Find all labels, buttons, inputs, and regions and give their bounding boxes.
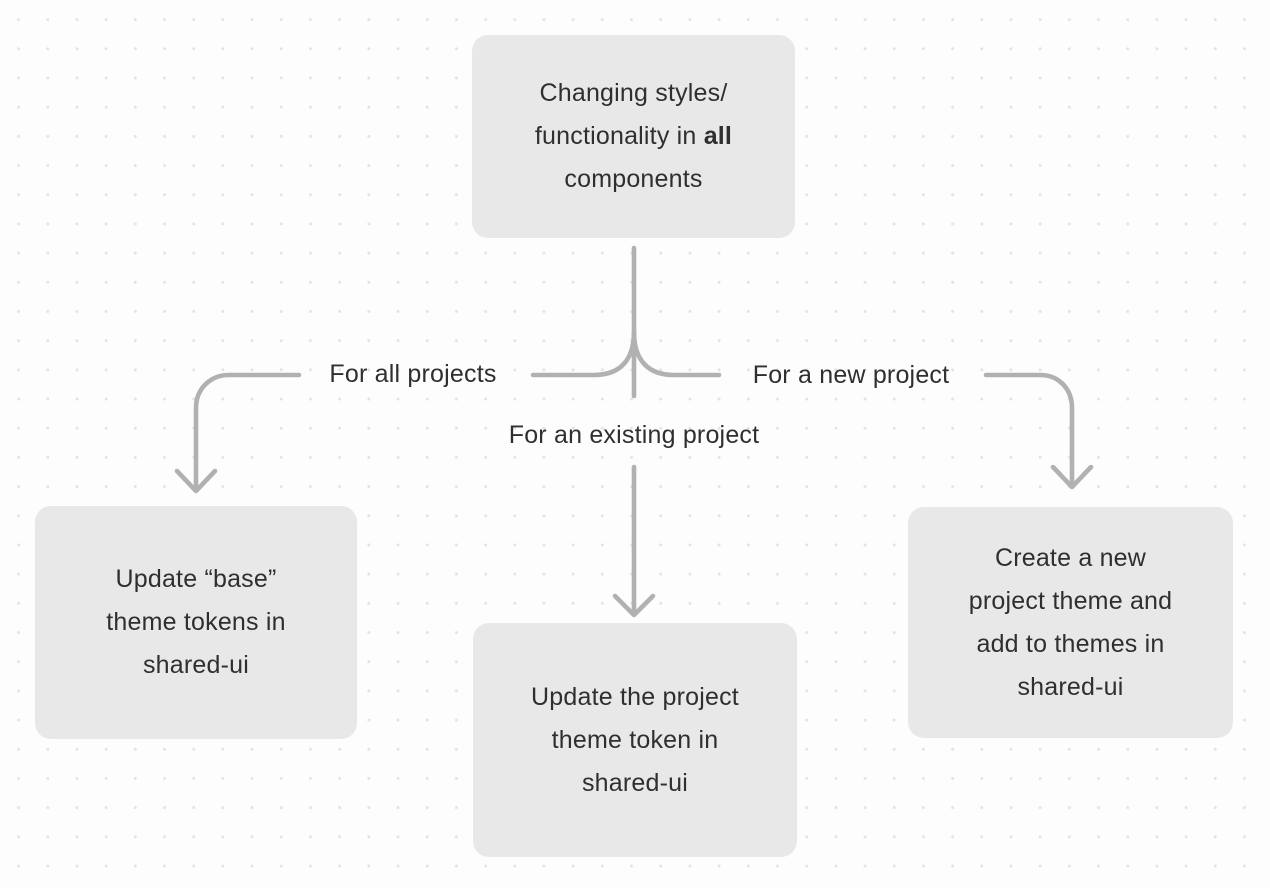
node-text-line: Create a new bbox=[994, 543, 1147, 572]
node-text-line: theme tokens in bbox=[106, 608, 286, 636]
node-update-project-token: Update the project theme token in shared… bbox=[473, 623, 797, 857]
edge-right-arrowhead-icon bbox=[1050, 464, 1094, 490]
node-create-new-theme: Create a new project theme and add to th… bbox=[908, 507, 1233, 738]
node-text-line: add to themes in bbox=[976, 629, 1165, 658]
node-text-line: Changing styles/ bbox=[539, 79, 728, 107]
node-text-line: shared-ui bbox=[1017, 672, 1124, 701]
edge-right-elbow-line bbox=[983, 372, 1075, 487]
edge-left-branch-curve bbox=[530, 329, 637, 378]
edge-label-for-new-project: For a new project bbox=[752, 361, 950, 389]
edge-left-arrowhead-icon bbox=[174, 468, 218, 494]
node-changing-styles: Changing styles/ functionality in all co… bbox=[472, 35, 795, 238]
node-text-line: theme token in bbox=[551, 725, 719, 754]
node-text-line: Update “base” bbox=[115, 565, 277, 593]
bold-all-text: all bbox=[703, 122, 733, 150]
edge-label-for-existing-project: For an existing project bbox=[508, 421, 760, 449]
edge-label-for-all-projects: For all projects bbox=[329, 360, 497, 388]
edge-center-arrowhead-icon bbox=[612, 593, 656, 618]
node-text-line: project theme and bbox=[968, 586, 1173, 615]
node-text-line: shared-ui bbox=[581, 768, 689, 797]
edge-right-branch-curve bbox=[631, 329, 722, 378]
node-text-line: functionality in all bbox=[534, 122, 733, 150]
node-text-line: Update the project bbox=[531, 682, 739, 711]
node-text-line: shared-ui bbox=[142, 651, 250, 679]
edge-left-elbow-line bbox=[193, 372, 302, 491]
node-update-base-tokens: Update “base” theme tokens in shared-ui bbox=[35, 506, 357, 739]
node-text-line: components bbox=[564, 165, 703, 193]
